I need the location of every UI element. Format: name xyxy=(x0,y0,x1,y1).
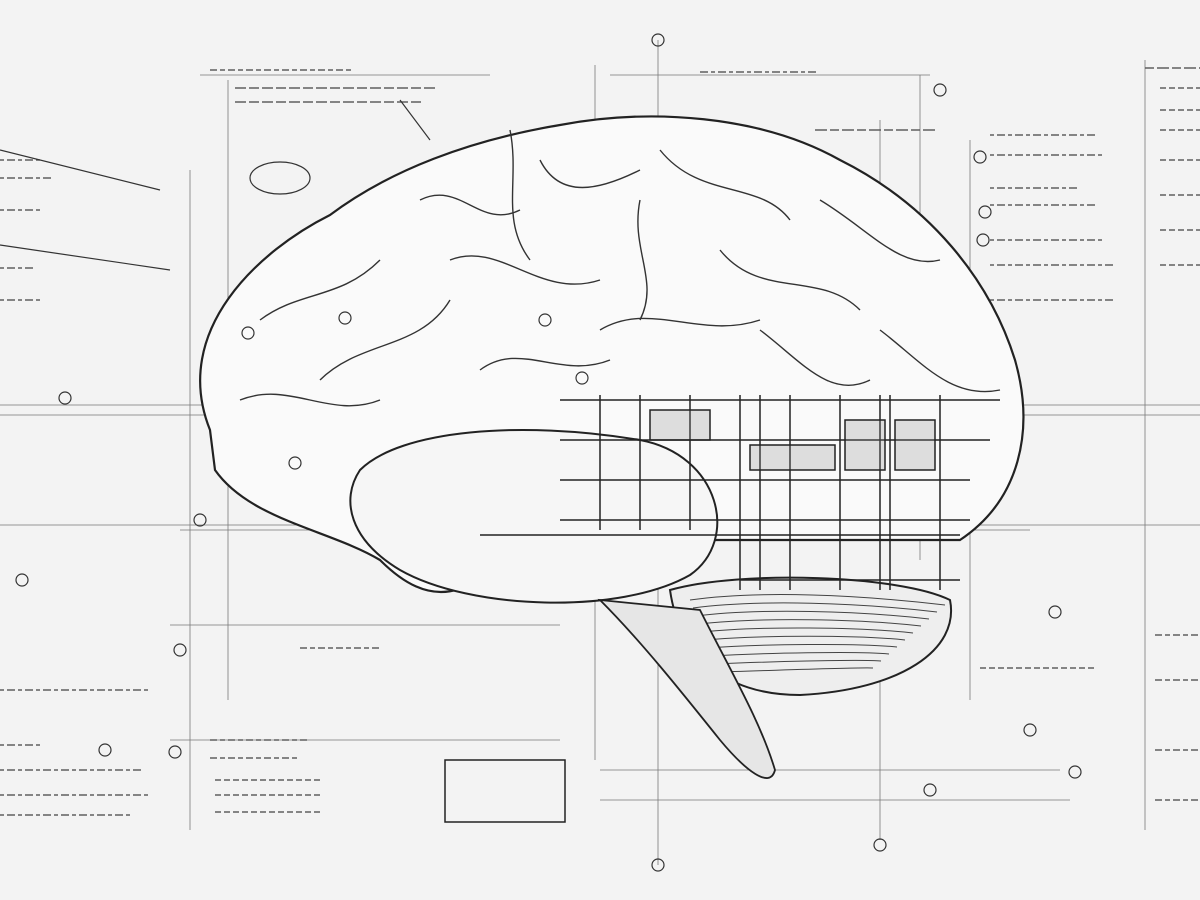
dimension-marker xyxy=(338,311,352,325)
structure-window xyxy=(649,409,711,441)
dimension-marker xyxy=(98,743,112,757)
cerebellum-fold xyxy=(689,594,946,606)
gyrus-fold xyxy=(419,194,521,216)
gyrus-fold xyxy=(449,255,601,285)
dimension-marker xyxy=(241,326,255,340)
cerebellum-fold xyxy=(713,659,882,665)
dimension-marker xyxy=(1048,605,1062,619)
structure-window xyxy=(844,419,886,471)
dimension-marker xyxy=(288,456,302,470)
cerebellum-fold xyxy=(692,602,938,613)
dimension-marker xyxy=(973,150,987,164)
dimension-marker xyxy=(193,513,207,527)
gyrus-fold xyxy=(259,259,381,321)
dimension-marker xyxy=(923,783,937,797)
cerebellum-fold xyxy=(707,643,898,649)
gyrus-fold xyxy=(879,329,1001,393)
annotation-scribbles xyxy=(0,67,1200,816)
annotation-ellipse xyxy=(249,161,311,195)
gyrus-fold xyxy=(599,317,761,331)
brainstem xyxy=(597,598,776,779)
cerebellum xyxy=(668,576,953,697)
dimension-marker xyxy=(976,233,990,247)
cerebellum-fold xyxy=(704,635,906,641)
dimension-marker xyxy=(1068,765,1082,779)
gyrus-fold xyxy=(319,299,451,381)
leader-line xyxy=(0,149,161,191)
dimension-marker xyxy=(873,838,887,852)
dimension-marker xyxy=(1023,723,1037,737)
architectural-structure xyxy=(444,395,1000,823)
structure-window xyxy=(749,444,836,471)
dimension-marker xyxy=(933,83,947,97)
gyrus-fold xyxy=(479,357,611,371)
dimension-marker xyxy=(58,391,72,405)
temporal-lobe xyxy=(349,429,719,604)
gyrus-fold xyxy=(759,329,871,386)
dimension-marker xyxy=(538,313,552,327)
gyrus-fold xyxy=(659,149,791,221)
gyrus-fold xyxy=(239,393,381,407)
cerebellum-fold xyxy=(695,610,930,620)
cerebellum-fold xyxy=(701,627,914,634)
small-elevation-drawing xyxy=(444,759,566,823)
dimension-marker xyxy=(651,33,665,47)
dimension-marker xyxy=(168,745,182,759)
dimension-marker xyxy=(173,643,187,657)
dimension-marker xyxy=(15,573,29,587)
dimension-marker xyxy=(651,858,665,872)
cerebellum-fold xyxy=(698,619,922,627)
gyrus-fold xyxy=(719,249,861,311)
dimension-markers xyxy=(0,33,1082,872)
cerebellum-fold xyxy=(716,667,874,673)
gyrus-fold xyxy=(539,159,641,189)
leader-line xyxy=(0,244,171,271)
gyrus-fold xyxy=(637,199,648,321)
gyrus-fold xyxy=(819,199,941,263)
structure-window xyxy=(894,419,936,471)
gyrus-fold xyxy=(509,129,531,261)
cerebellum-fold xyxy=(710,652,890,657)
leader-line xyxy=(399,99,431,141)
dimension-marker xyxy=(575,371,589,385)
dimension-marker xyxy=(978,205,992,219)
